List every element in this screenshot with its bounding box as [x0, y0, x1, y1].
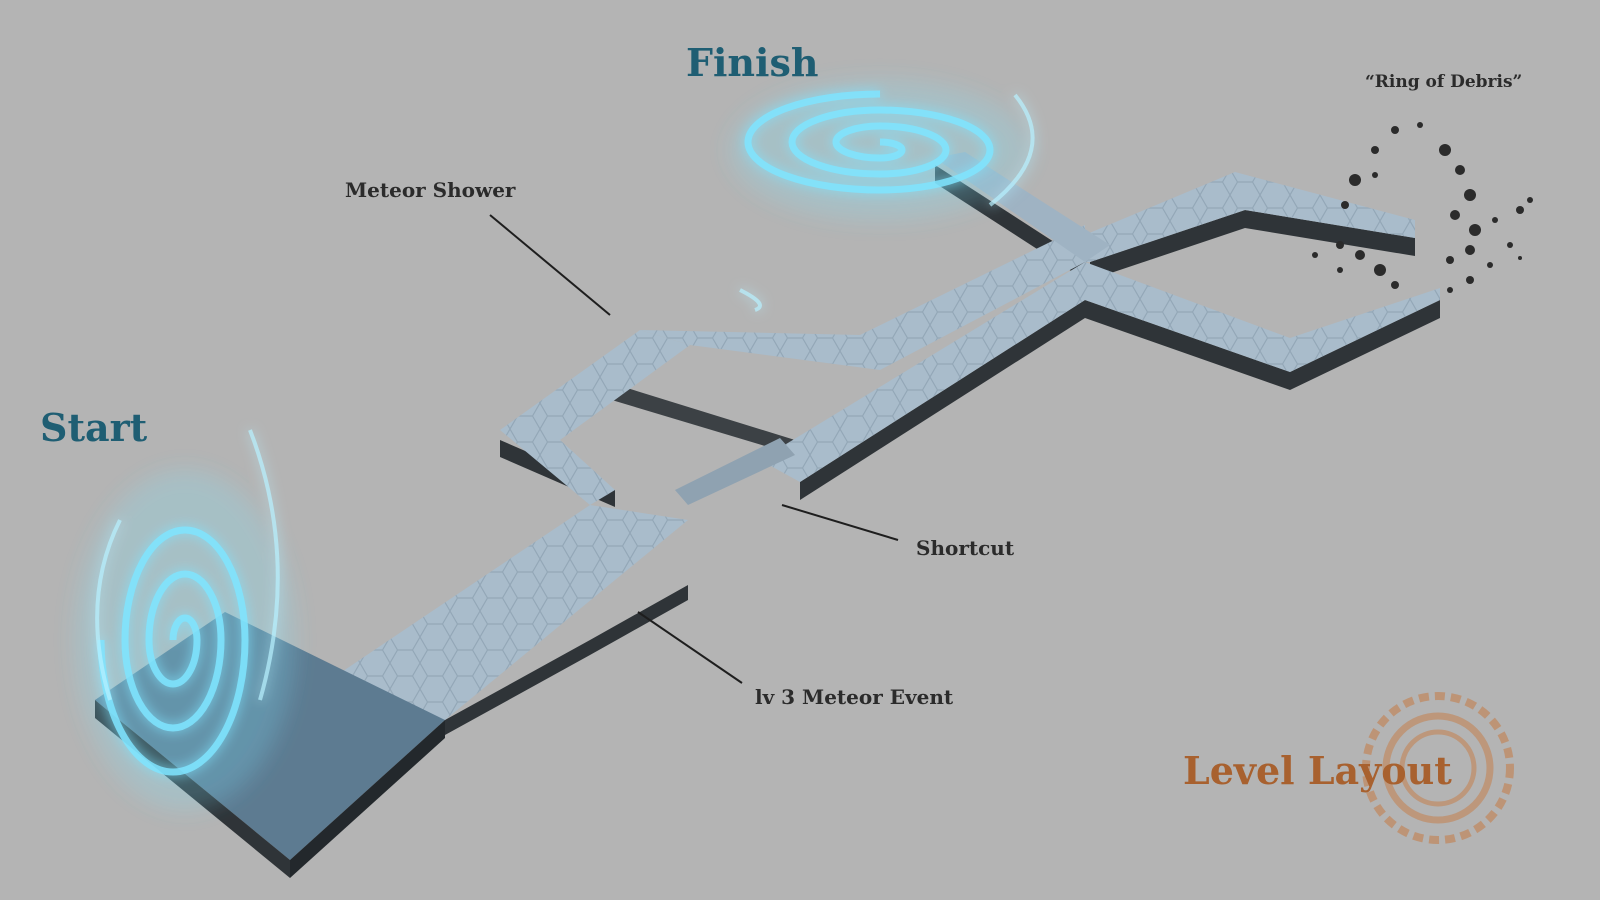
start-label: Start [40, 405, 148, 450]
finish-label: Finish [686, 40, 819, 85]
track-surface [300, 152, 1440, 720]
ring-emblem-icon [1362, 692, 1514, 844]
level-layout-title: Level Layout [1183, 748, 1452, 793]
meteor-shower-label: Meteor Shower [345, 178, 516, 202]
shortcut-label: Shortcut [916, 536, 1015, 560]
ring-of-debris-label: “Ring of Debris” [1365, 72, 1523, 92]
start-portal-icon [75, 429, 295, 810]
track-walls [445, 165, 1440, 735]
meteor-event-label: lv 3 Meteor Event [755, 685, 954, 709]
finish-portal-icon [730, 80, 1035, 312]
callout-lines [489, 214, 899, 684]
debris-rocks-icon [1312, 122, 1533, 293]
